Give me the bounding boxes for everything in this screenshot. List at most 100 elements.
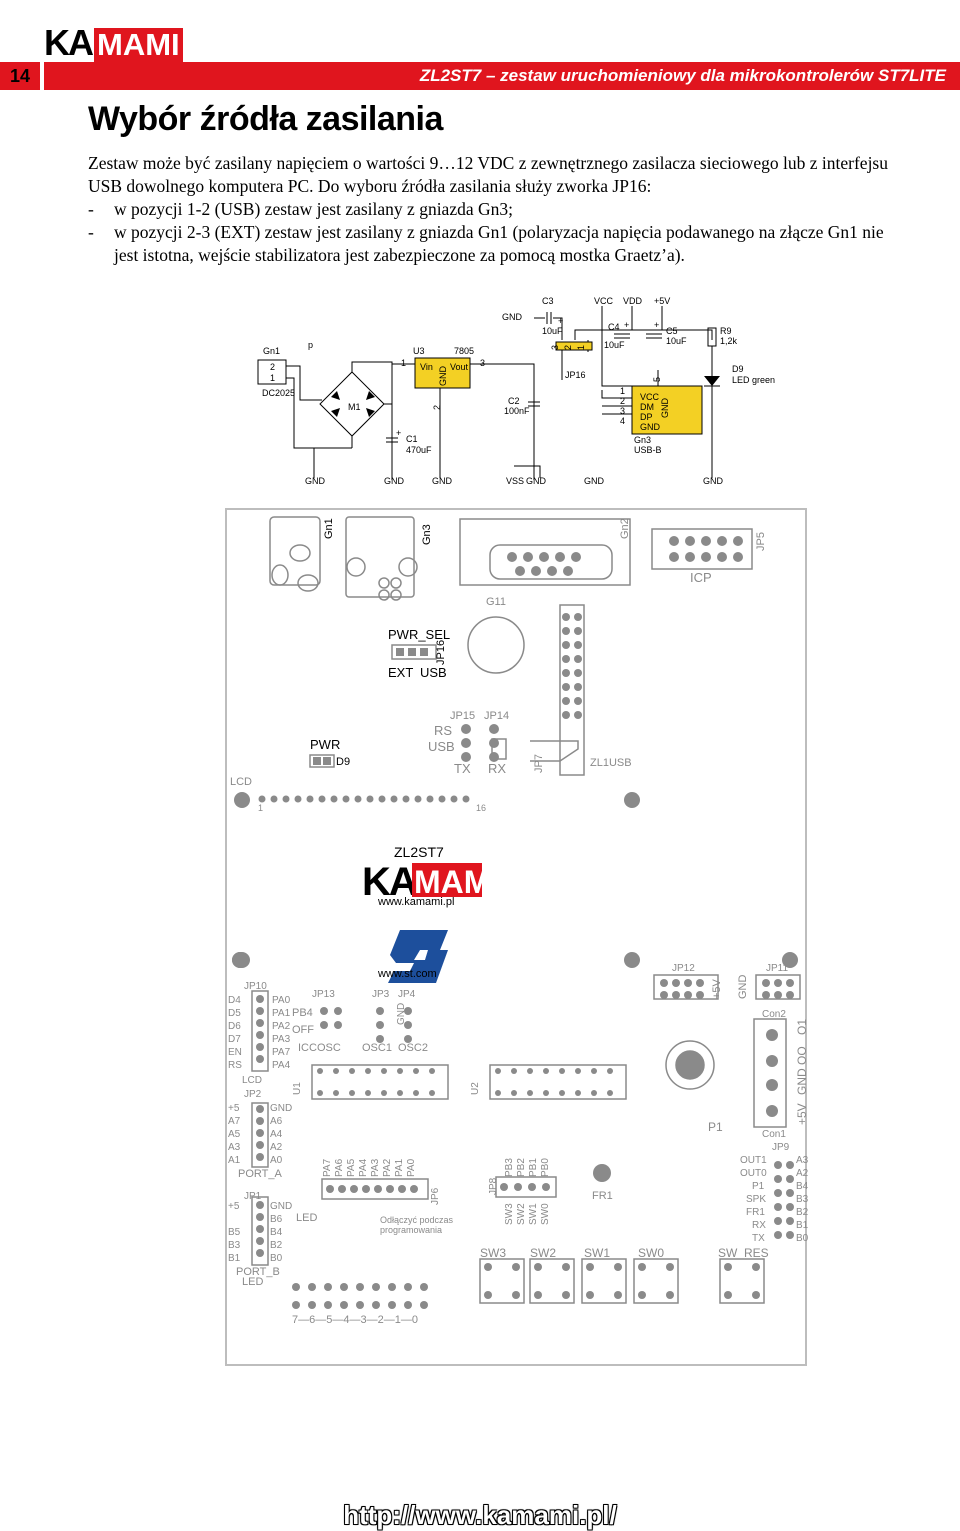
svg-text:OSC1: OSC1 (362, 1042, 392, 1054)
svg-text:GND: GND (384, 476, 405, 486)
svg-text:LED: LED (296, 1212, 317, 1224)
svg-text:B3: B3 (228, 1240, 241, 1251)
svg-text:PA6: PA6 (334, 1158, 345, 1177)
svg-text:D7: D7 (228, 1034, 241, 1045)
svg-text:A2: A2 (796, 1168, 809, 1179)
svg-text:FR1: FR1 (592, 1190, 613, 1202)
svg-text:3: 3 (480, 358, 485, 368)
svg-text:ICP: ICP (690, 570, 712, 585)
svg-text:B4: B4 (796, 1181, 809, 1192)
svg-text:B0: B0 (796, 1233, 809, 1244)
svg-text:JP11: JP11 (766, 963, 788, 974)
svg-text:JP10: JP10 (244, 981, 267, 992)
svg-text:A6: A6 (270, 1116, 283, 1127)
header-bar (44, 62, 960, 90)
svg-text:TX: TX (752, 1233, 765, 1244)
svg-text:DM: DM (640, 402, 654, 412)
svg-text:EN: EN (228, 1047, 242, 1058)
board-model: ZL2ST7 (394, 844, 444, 860)
svg-text:PA0: PA0 (272, 995, 291, 1006)
svg-text:ZL1USB: ZL1USB (590, 757, 632, 769)
svg-text:GND: GND (660, 398, 670, 419)
svg-text:B2: B2 (270, 1240, 283, 1251)
svg-text:PB2: PB2 (516, 1158, 527, 1177)
svg-text:JP4: JP4 (398, 989, 416, 1000)
c4-label: C4 (608, 322, 620, 332)
svg-text:FR1: FR1 (746, 1207, 765, 1218)
svg-text:A4: A4 (270, 1129, 283, 1140)
svg-text:PB1: PB1 (528, 1158, 539, 1177)
svg-text:+5: +5 (228, 1201, 240, 1212)
svg-text:10uF: 10uF (604, 340, 625, 350)
svg-text:470uF: 470uF (406, 445, 432, 455)
svg-text:D6: D6 (228, 1021, 241, 1032)
board-gn3: Gn3 (421, 524, 433, 545)
svg-text:SW3: SW3 (504, 1203, 515, 1225)
svg-text:1: 1 (576, 345, 586, 350)
svg-text:D4: D4 (228, 995, 241, 1006)
svg-text:+5V: +5V (654, 296, 670, 306)
svg-text:Vin: Vin (420, 362, 433, 372)
svg-text:RS: RS (228, 1060, 242, 1071)
svg-text:2: 2 (270, 362, 275, 372)
svg-text:PA3: PA3 (370, 1158, 381, 1177)
svg-text:1: 1 (258, 803, 263, 813)
svg-text:JP13: JP13 (312, 989, 335, 1000)
svg-text:PA2: PA2 (382, 1158, 393, 1177)
svg-text:SPK: SPK (746, 1194, 766, 1205)
svg-text:B1: B1 (228, 1253, 241, 1264)
svg-text:LED green: LED green (732, 375, 775, 385)
svg-text:GND: GND (305, 476, 326, 486)
bullet-continuation: jest istotna, wejście stabilizatora jest… (114, 245, 685, 265)
svg-text:RS: RS (434, 723, 452, 738)
svg-text:B3: B3 (796, 1194, 809, 1205)
c3-label: C3 (542, 296, 554, 306)
svg-text:2: 2 (563, 345, 573, 350)
svg-text:USB: USB (428, 739, 455, 754)
svg-text:1: 1 (401, 358, 406, 368)
svg-text:+: + (654, 320, 659, 330)
header-title: ZL2ST7 – zestaw uruchomieniowy dla mikro… (419, 66, 946, 85)
svg-text:SW0: SW0 (540, 1203, 551, 1225)
svg-text:JP16: JP16 (435, 640, 447, 665)
svg-text:2: 2 (620, 396, 625, 406)
svg-text:PA1: PA1 (394, 1158, 405, 1177)
svg-text:USB-B: USB-B (634, 445, 662, 455)
svg-text:RX: RX (752, 1220, 766, 1231)
svg-text:B5: B5 (228, 1227, 241, 1238)
st-logo (388, 930, 448, 983)
svg-text:10uF: 10uF (542, 326, 563, 336)
svg-text:PA1: PA1 (272, 1008, 291, 1019)
svg-text:+: + (558, 316, 563, 326)
svg-text:SW2: SW2 (530, 1246, 556, 1260)
svg-text:JP7: JP7 (533, 754, 545, 773)
svg-text:+: + (396, 428, 401, 438)
svg-text:1: 1 (620, 386, 625, 396)
svg-text:1: 1 (270, 373, 275, 383)
svg-text:D9: D9 (336, 756, 350, 768)
svg-text:JP6: JP6 (430, 1187, 441, 1205)
svg-text:JP14: JP14 (484, 710, 509, 722)
svg-text:GND: GND (526, 476, 547, 486)
r9-label: R9 (720, 326, 732, 336)
bullet-item: -w pozycji 2-3 (EXT) zestaw jest zasilan… (88, 222, 884, 242)
svg-text:PB3: PB3 (504, 1158, 515, 1177)
svg-text:PA0: PA0 (406, 1158, 417, 1177)
svg-text:EXT: EXT (388, 665, 413, 680)
svg-text:JP8: JP8 (488, 1177, 499, 1195)
svg-text:O1: O1 (795, 1019, 809, 1035)
svg-text:PA4: PA4 (358, 1158, 369, 1177)
footer-url[interactable]: http://www.kamami.pl/ (343, 1500, 617, 1530)
svg-text:3: 3 (620, 406, 625, 416)
svg-text:JP3: JP3 (372, 989, 390, 1000)
board-kamami-logo: KA MAMI (362, 860, 499, 904)
svg-text:SW_RES: SW_RES (718, 1246, 769, 1260)
gn1-label: Gn1 (263, 346, 280, 356)
svg-text:VSS: VSS (506, 476, 524, 486)
svg-text:Con2: Con2 (762, 1009, 786, 1020)
svg-text:GND: GND (270, 1201, 292, 1212)
svg-text:4: 4 (620, 416, 625, 426)
svg-text:GND: GND (432, 476, 453, 486)
svg-text:JP9: JP9 (772, 1142, 790, 1153)
svg-text:+5V: +5V (795, 1103, 809, 1125)
